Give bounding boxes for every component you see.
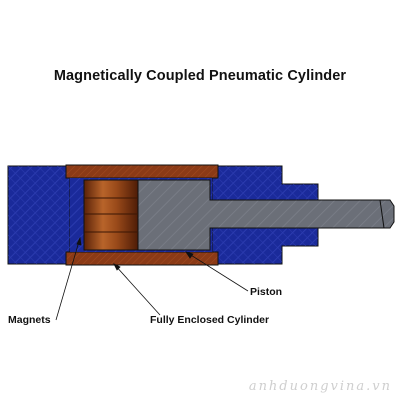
label-piston: Piston bbox=[250, 286, 283, 298]
inner-magnet bbox=[83, 179, 139, 251]
diagram-title: Magnetically Coupled Pneumatic Cylinder bbox=[53, 68, 347, 84]
outer-sleeve-bottom bbox=[65, 251, 219, 266]
outer-sleeve-top bbox=[65, 164, 219, 179]
piston-body bbox=[137, 179, 395, 251]
watermark: anhduongvina.vn bbox=[248, 379, 392, 394]
label-fully-enclosed-cylinder: Fully Enclosed Cylinder bbox=[150, 314, 270, 326]
label-magnets: Magnets bbox=[8, 314, 51, 326]
leader-lines bbox=[55, 236, 249, 321]
